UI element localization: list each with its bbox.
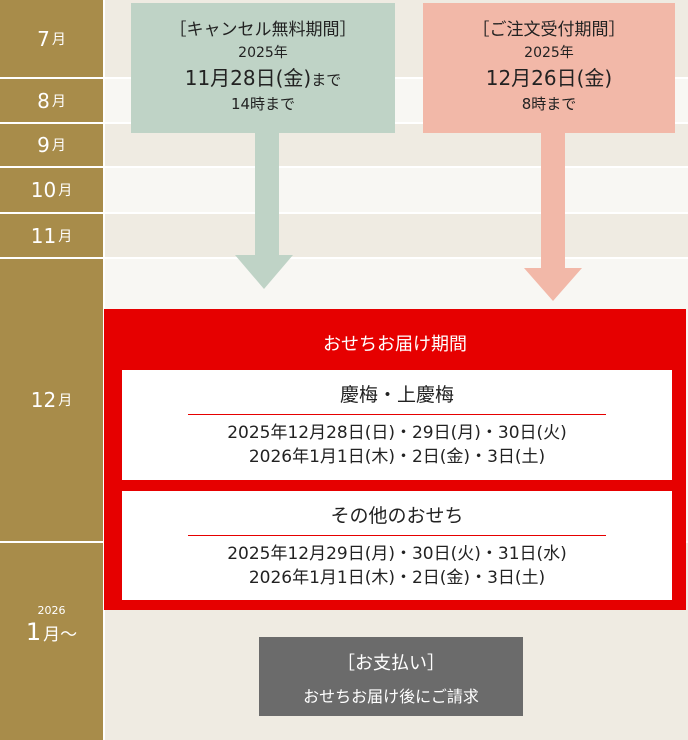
- delivery-group-other: その他のおせち 2025年12月29日(月)・30日(火)・31日(水) 202…: [122, 491, 672, 600]
- order-arrow-shaft: [541, 130, 565, 270]
- delivery-group-keibai: 慶梅・上慶梅 2025年12月28日(日)・29日(月)・30日(火) 2026…: [122, 370, 672, 480]
- year-label: 2026: [37, 604, 66, 617]
- order-arrow-head: [524, 268, 582, 301]
- band-october: [105, 168, 688, 212]
- cancel-arrow-shaft: [255, 130, 279, 256]
- cancel-period-box: ［キャンセル無料期間］ 2025年 11月28日(金)まで 14時まで: [131, 3, 395, 133]
- band-november: [105, 214, 688, 257]
- order-period-box: ［ご注文受付期間］ 2025年 12月26日(金) 8時まで: [423, 3, 675, 133]
- delivery-title: おせちお届け期間: [323, 334, 467, 355]
- payment-box: ［お支払い］ おせちお届け後にご請求: [259, 637, 523, 716]
- cancel-arrow-head: [235, 255, 293, 289]
